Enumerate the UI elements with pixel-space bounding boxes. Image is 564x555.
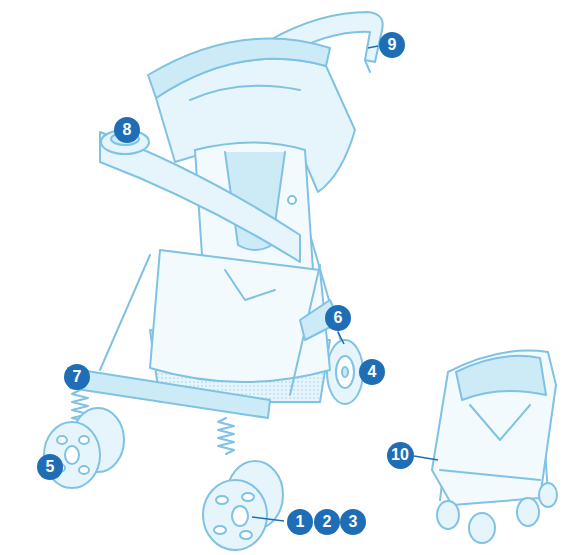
callout-number: 10 bbox=[387, 442, 414, 469]
callout-number: 6 bbox=[325, 305, 351, 331]
callout-number: 2 bbox=[314, 509, 340, 535]
callout-text: 2 bbox=[323, 514, 332, 530]
callout-text: 4 bbox=[368, 364, 377, 380]
callout-number: 9 bbox=[379, 32, 405, 58]
callout-number: 1 bbox=[287, 509, 313, 535]
callout-text: 9 bbox=[388, 37, 397, 53]
callout-number: 4 bbox=[359, 359, 385, 385]
callout-text: 6 bbox=[334, 310, 343, 326]
callout-text: 10 bbox=[391, 447, 409, 463]
callout-number: 8 bbox=[114, 117, 140, 143]
callout-text: 3 bbox=[349, 514, 358, 530]
callout-number: 7 bbox=[64, 364, 90, 390]
callout-text: 1 bbox=[296, 514, 305, 530]
callout-text: 7 bbox=[73, 369, 82, 385]
callout-number: 3 bbox=[340, 509, 366, 535]
leader-lines bbox=[252, 46, 438, 521]
callout-text: 5 bbox=[46, 459, 55, 475]
callout-number: 5 bbox=[37, 454, 63, 480]
callout-text: 8 bbox=[123, 122, 132, 138]
